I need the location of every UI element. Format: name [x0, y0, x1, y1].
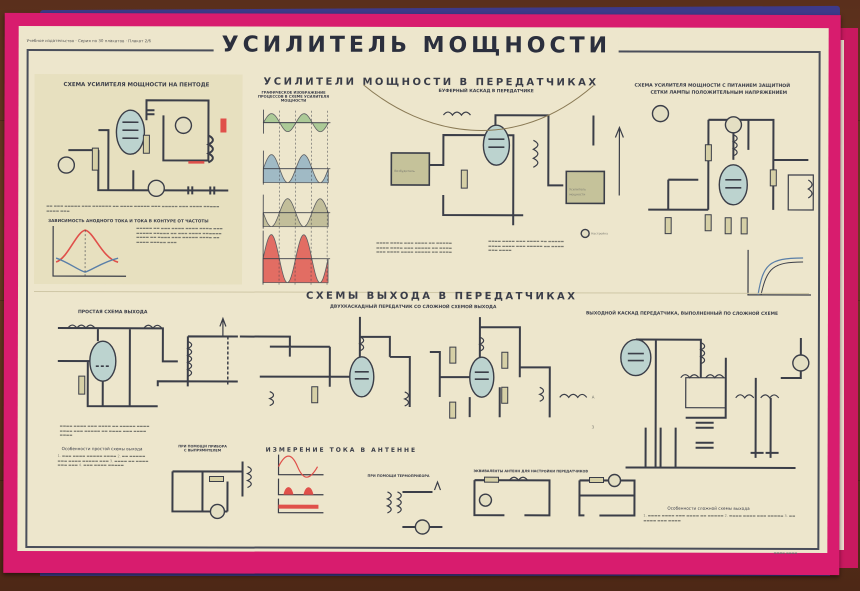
resistor-icon — [664, 217, 672, 235]
complex-features-list: 1. ▬▬▬▬ ▬▬▬▬ ▬▬▬ ▬▬▬▬ ▬▬ ▬▬▬▬▬ 2. ▬▬▬▬ ▬… — [643, 513, 796, 523]
transmitter-amplifiers-title: УСИЛИТЕЛИ МОЩНОСТИ В ПЕРЕДАТЧИКАХ — [263, 76, 599, 89]
indicator-icon — [220, 118, 227, 133]
resistor-icon — [704, 144, 712, 162]
meter-icon — [651, 104, 670, 123]
meter-icon — [478, 493, 493, 507]
buffer-description-2: ▬▬▬▬ ▬▬▬▬ ▬▬▬ ▬▬▬▬ ▬▬ ▬▬▬▬▬ ▬▬▬▬ ▬▬▬▬ ▬▬… — [488, 239, 565, 253]
output-circuits-title: СХЕМЫ ВЫХОДА В ПЕРЕДАТЧИКАХ — [305, 290, 578, 303]
pentode-schematic — [57, 99, 229, 198]
pentode-title: СХЕМА УСИЛИТЕЛЯ МОЩНОСТИ НА ПЕНТОДЕ — [63, 82, 210, 89]
antenna-current-waveforms — [277, 454, 324, 514]
resistor-icon — [704, 214, 712, 232]
meter-icon — [147, 179, 165, 198]
resistor-icon — [501, 351, 509, 369]
output-tube-icon — [89, 340, 117, 382]
two-stage-title: ДВУХКАСКАДНЫЙ ПЕРЕДАТЧИК СО СЛОЖНОЙ СХЕМ… — [329, 304, 497, 311]
pentode-description: ▬▬ ▬▬▬ ▬▬▬▬▬ ▬▬▬ ▬▬▬▬▬▬ ▬▬ ▬▬▬▬ ▬▬▬▬▬ ▬▬… — [46, 204, 220, 213]
control-label: Настройка — [591, 231, 609, 236]
simple-features-title: Особенности простой схемы выхода — [61, 446, 143, 452]
meter-icon — [607, 473, 622, 488]
exciter-block — [390, 152, 431, 186]
frequency-response-title: ЗАВИСИМОСТЬ АНОДНОГО ТОКА И ТОКА В КОНТУ… — [48, 218, 209, 224]
two-stage-schematic — [239, 316, 588, 419]
first-stage-tube-icon — [349, 356, 375, 398]
complex-output-schematic — [620, 337, 810, 469]
complex-output-title: ВЫХОДНОЙ КАСКАД ПЕРЕДАТЧИКА, ВЫПОЛНЕННЫЙ… — [585, 311, 778, 317]
resistor-icon — [740, 217, 748, 235]
antenna-equivalents-title: ЭКВИВАЛЕНТЫ АНТЕНН ДЛЯ НАСТРОЙКИ ПЕРЕДАТ… — [473, 469, 588, 474]
tuning-knob-icon — [580, 228, 590, 239]
waveform-axis — [263, 109, 331, 134]
complex-output-tube-icon — [620, 338, 652, 377]
screen-grid-schematic — [648, 104, 814, 235]
resistor-icon — [769, 169, 777, 187]
frequency-response-text: ▬▬▬▬▬ ▬▬ ▬▬▬ ▬▬▬▬ ▬▬▬▬ ▬▬▬▬ ▬▬▬ ▬▬▬▬▬ ▬▬… — [136, 226, 223, 245]
poster: Учебное издательство · Серия по 30 плака… — [3, 12, 841, 576]
resistor-icon — [78, 375, 86, 395]
waveform-axis — [262, 150, 331, 185]
complex-features-title: Особенности сложной схемы выхода — [667, 505, 750, 511]
measurement-title: ИЗМЕРЕНИЕ ТОКА В АНТЕННЕ — [265, 446, 418, 454]
simple-output-schematic — [57, 316, 238, 408]
terminal-z: З — [591, 424, 595, 430]
poster-paper: Учебное издательство · Серия по 30 плака… — [17, 25, 829, 555]
terminal-a: А — [591, 394, 595, 400]
anode-current-curve — [55, 257, 119, 273]
resistor-icon — [209, 475, 225, 482]
exciter-label: Возбудитель — [394, 168, 415, 173]
circuit-current-curve — [55, 229, 119, 263]
resistor-icon — [311, 386, 319, 404]
screen-grid-title-1: СХЕМА УСИЛИТЕЛЯ МОЩНОСТИ С ПИТАНИЕМ ЗАЩИ… — [634, 83, 791, 89]
resistor-icon — [449, 346, 457, 364]
second-stage-tube-icon — [469, 356, 495, 398]
ammeter-icon — [209, 503, 226, 520]
tetrode-tube-icon — [718, 164, 748, 206]
amplifier-label: Усилитель мощности — [569, 187, 586, 197]
buffer-tube-icon — [482, 124, 511, 166]
publisher-line: Учебное издательство · Серия по 30 плака… — [26, 37, 152, 44]
thermo-ammeter-icon — [414, 519, 431, 535]
resistor-icon — [91, 147, 99, 171]
simple-features-list: 1. ▬▬▬ ▬▬▬▬ ▬▬▬▬▬ ▬▬▬▬ 2. ▬▬ ▬▬▬▬▬ ▬▬▬ ▬… — [57, 454, 149, 468]
rectifier-meter-title: ПРИ ПОМОЩИ ПРИБОРА С ВЫПРЯМИТЕЛЕМ — [178, 444, 227, 453]
graph-title: ГРАФИЧЕСКОЕ ИЗОБРАЖЕНИЕ ПРОЦЕССОВ В СХЕМ… — [257, 90, 330, 103]
buffer-description: ▬▬▬▬ ▬▬▬▬ ▬▬▬ ▬▬▬▬ ▬▬ ▬▬▬▬▬ ▬▬▬▬ ▬▬▬▬ ▬▬… — [376, 240, 453, 255]
process-waveforms — [262, 109, 331, 285]
resistor-icon — [449, 401, 457, 419]
resistor-icon — [460, 169, 468, 189]
screen-grid-title-2: СЕТКИ ЛАМПЫ ПОЛОЖИТЕЛЬНЫМ НАПРЯЖЕНИЕМ — [650, 90, 788, 96]
waveform-axis — [262, 194, 331, 229]
resistor-icon — [724, 217, 732, 235]
print-reference: ▬▬▬▬ ▬▬▬▬ — [773, 550, 798, 555]
simple-output-description: ▬▬▬▬ ▬▬▬▬ ▬▬▬ ▬▬▬▬ ▬▬ ▬▬▬▬▬ ▬▬▬▬ ▬▬▬▬ ▬▬… — [59, 424, 150, 438]
rectifier-measure-schematic — [171, 461, 252, 520]
resistor-icon — [501, 386, 509, 404]
tetrode-characteristic — [747, 249, 812, 296]
amplifier-block — [565, 170, 606, 205]
simple-output-title: ПРОСТАЯ СХЕМА ВЫХОДА — [77, 310, 148, 316]
hanging-string — [363, 84, 594, 131]
poster-title: УСИЛИТЕЛЬ МОЩНОСТИ — [213, 32, 620, 59]
antenna-meter-icon — [792, 354, 810, 372]
pentode-tube-icon — [115, 109, 146, 155]
resistor-icon — [484, 476, 500, 483]
meter-icon — [174, 116, 193, 135]
resistor-icon — [589, 476, 605, 483]
resistor-icon — [142, 134, 150, 154]
buffer-stage-title: БУФЕРНЫЙ КАСКАД В ПЕРЕДАТЧИКЕ — [438, 89, 534, 95]
thermo-measure-schematic — [385, 480, 443, 535]
frequency-response-chart — [52, 226, 127, 277]
thermo-meter-title: ПРИ ПОМОЩИ ТЕРМОПРИБОРА — [367, 473, 430, 479]
buffer-stage-schematic — [363, 84, 624, 239]
meter-icon — [724, 116, 743, 134]
antenna-equivalent-schematics — [473, 473, 636, 517]
waveform-axis — [262, 230, 331, 285]
meter-icon — [57, 156, 76, 174]
